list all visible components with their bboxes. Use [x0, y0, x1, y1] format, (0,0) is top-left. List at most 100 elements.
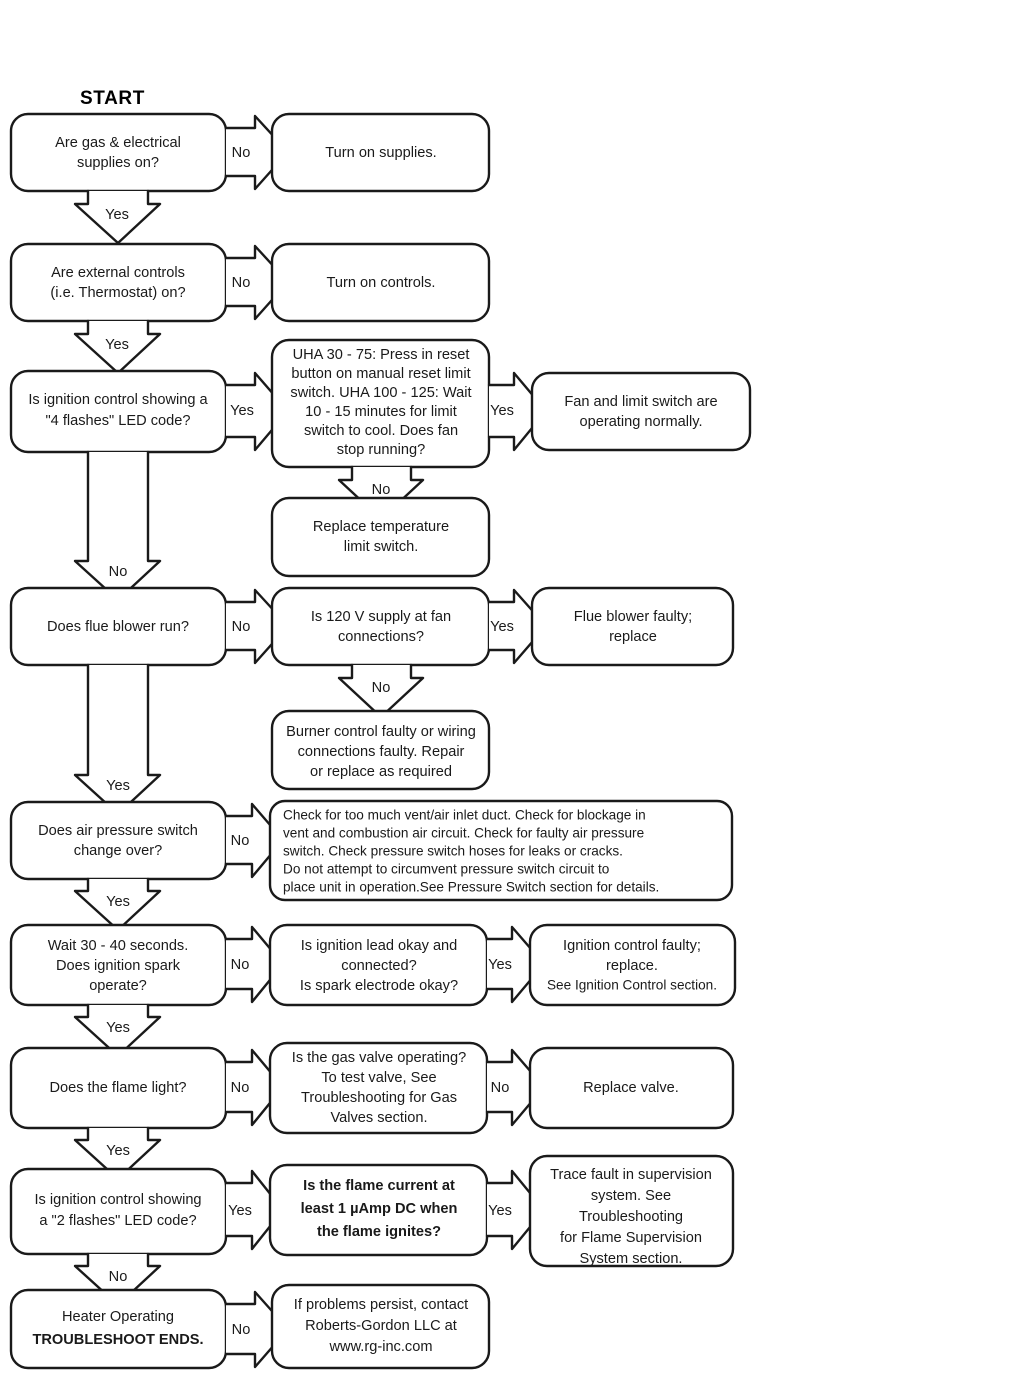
- node-burner-control-faulty[interactable]: Burner control faulty or wiring connecti…: [270, 709, 491, 791]
- node-contact-roberts-gordon[interactable]: If problems persist, contact Roberts-Gor…: [270, 1283, 491, 1370]
- node-uha-reset-instructions[interactable]: UHA 30 - 75: Press in reset button on ma…: [270, 338, 491, 469]
- node-turn-on-controls[interactable]: Turn on controls.: [270, 242, 491, 323]
- node-box: [528, 1154, 735, 1268]
- node-box: [270, 586, 491, 667]
- node-line: Does the flame light?: [49, 1080, 186, 1096]
- edge-label: Yes: [490, 403, 514, 419]
- arrow-down-yes-1: Yes: [73, 189, 162, 245]
- node-line: Replace temperature: [313, 519, 449, 535]
- node-line: If problems persist, contact: [294, 1297, 468, 1313]
- node-line: supplies on?: [77, 155, 159, 171]
- node-ignition-lead-electrode-check[interactable]: Is ignition lead okay and connected? Is …: [268, 923, 489, 1007]
- node-line: Turn on supplies.: [325, 145, 436, 161]
- node-box: [9, 242, 228, 323]
- node-line: the flame ignites?: [317, 1224, 441, 1240]
- node-line: Ignition control faulty;: [563, 938, 701, 954]
- node-line: place unit in operation.See Pressure Swi…: [283, 880, 659, 895]
- edge-label: No: [231, 833, 250, 849]
- node-line: "4 flashes" LED code?: [45, 413, 190, 429]
- node-line: Troubleshooting for Gas: [301, 1090, 457, 1106]
- node-line: Flue blower faulty;: [574, 609, 692, 625]
- node-external-controls[interactable]: Are external controls (i.e. Thermostat) …: [9, 242, 228, 323]
- node-trace-fault-supervision[interactable]: Trace fault in supervision system. See T…: [528, 1154, 735, 1268]
- edge-label: No: [232, 1322, 251, 1338]
- node-line: vent and combustion air circuit. Check f…: [283, 826, 644, 841]
- node-line: connections faulty. Repair: [298, 744, 465, 760]
- node-line: Burner control faulty or wiring: [286, 724, 476, 740]
- node-box: [9, 1167, 228, 1256]
- node-box: [9, 800, 228, 881]
- node-turn-on-supplies[interactable]: Turn on supplies.: [270, 112, 491, 193]
- node-replace-valve[interactable]: Replace valve.: [528, 1046, 735, 1130]
- node-line: UHA 30 - 75: Press in reset: [293, 347, 470, 363]
- node-line: Fan and limit switch are: [564, 394, 717, 410]
- node-line: Is the gas valve operating?: [292, 1050, 466, 1066]
- node-line: Turn on controls.: [327, 275, 436, 291]
- node-line: stop running?: [337, 442, 425, 458]
- node-line: Are gas & electrical: [55, 135, 181, 151]
- node-line: switch. Check pressure switch hoses for …: [283, 844, 623, 859]
- node-line: or replace as required: [310, 764, 452, 780]
- node-line: system. See: [591, 1188, 671, 1204]
- edge-label: No: [109, 564, 128, 580]
- arrow-down-no-4r: No: [337, 663, 425, 719]
- node-does-flame-light[interactable]: Does the flame light?: [9, 1046, 228, 1130]
- node-line: for Flame Supervision: [560, 1230, 702, 1246]
- node-line: Trace fault in supervision: [550, 1167, 712, 1183]
- node-flame-current-check[interactable]: Is the flame current at least 1 µAmp DC …: [268, 1163, 489, 1257]
- node-does-flue-blower-run[interactable]: Does flue blower run?: [9, 586, 228, 667]
- edge-label: No: [231, 1080, 250, 1096]
- node-120v-supply-fan-connections[interactable]: Is 120 V supply at fan connections?: [270, 586, 491, 667]
- node-box: [270, 112, 491, 193]
- node-replace-temperature-limit-switch[interactable]: Replace temperature limit switch.: [270, 496, 491, 578]
- node-ignition-control-faulty[interactable]: Ignition control faulty; replace. See Ig…: [528, 923, 737, 1007]
- edge-label: Yes: [106, 1020, 130, 1036]
- arrow-down-yes-2: Yes: [73, 319, 162, 375]
- node-line: Is spark electrode okay?: [300, 978, 458, 994]
- node-box: [528, 1046, 735, 1130]
- edge-label: Yes: [490, 619, 514, 635]
- edge-label: Yes: [106, 778, 130, 794]
- node-line: Are external controls: [51, 265, 185, 281]
- arrow-right-no-1: No: [224, 114, 290, 191]
- node-line: least 1 µAmp DC when: [301, 1201, 458, 1217]
- node-line: 10 - 15 minutes for limit: [305, 404, 457, 420]
- node-heater-operating-end[interactable]: Heater Operating TROUBLESHOOT ENDS.: [9, 1288, 228, 1370]
- edge-label: Yes: [105, 207, 129, 223]
- node-flue-blower-faulty-replace[interactable]: Flue blower faulty; replace: [530, 586, 735, 667]
- edge-label: Yes: [488, 957, 512, 973]
- node-line: See Ignition Control section.: [547, 978, 717, 993]
- node-line: Wait 30 - 40 seconds.: [48, 938, 189, 954]
- node-box: [528, 923, 737, 1007]
- edge-label: Yes: [228, 1203, 252, 1219]
- node-air-pressure-switch-change-over[interactable]: Does air pressure switch change over?: [9, 800, 228, 881]
- node-line: Troubleshooting: [579, 1209, 683, 1225]
- node-gas-electrical-supplies[interactable]: Are gas & electrical supplies on?: [9, 112, 228, 193]
- node-line: switch to cool. Does fan: [304, 423, 458, 439]
- node-box: [9, 112, 228, 193]
- arrow-down-yes-5: Yes: [73, 877, 162, 932]
- node-fan-limit-switch-normal[interactable]: Fan and limit switch are operating norma…: [530, 371, 752, 452]
- node-gas-valve-operating[interactable]: Is the gas valve operating? To test valv…: [268, 1041, 489, 1135]
- node-line: operate?: [89, 978, 147, 994]
- node-4-flashes-led-code[interactable]: Is ignition control showing a "4 flashes…: [9, 369, 228, 454]
- node-ignition-spark-operate[interactable]: Wait 30 - 40 seconds. Does ignition spar…: [9, 923, 228, 1007]
- node-line: To test valve, See: [321, 1070, 436, 1086]
- edge-label: No: [232, 145, 251, 161]
- node-line: replace: [609, 629, 657, 645]
- arrow-down-yes-4: Yes: [73, 663, 162, 816]
- edge-label: No: [372, 680, 391, 696]
- node-pressure-switch-checks[interactable]: Check for too much vent/air inlet duct. …: [268, 799, 734, 902]
- node-line: connected?: [341, 958, 416, 974]
- node-line: Replace valve.: [583, 1080, 679, 1096]
- node-line: Is ignition control showing a: [28, 392, 208, 408]
- edge-label: No: [491, 1080, 510, 1096]
- node-line: TROUBLESHOOT ENDS.: [32, 1332, 203, 1348]
- node-line: System section.: [579, 1251, 682, 1267]
- node-line: button on manual reset limit: [291, 366, 470, 382]
- start-title: START: [80, 88, 145, 109]
- node-2-flashes-led-code[interactable]: Is ignition control showing a "2 flashes…: [9, 1167, 228, 1256]
- node-box: [530, 371, 752, 452]
